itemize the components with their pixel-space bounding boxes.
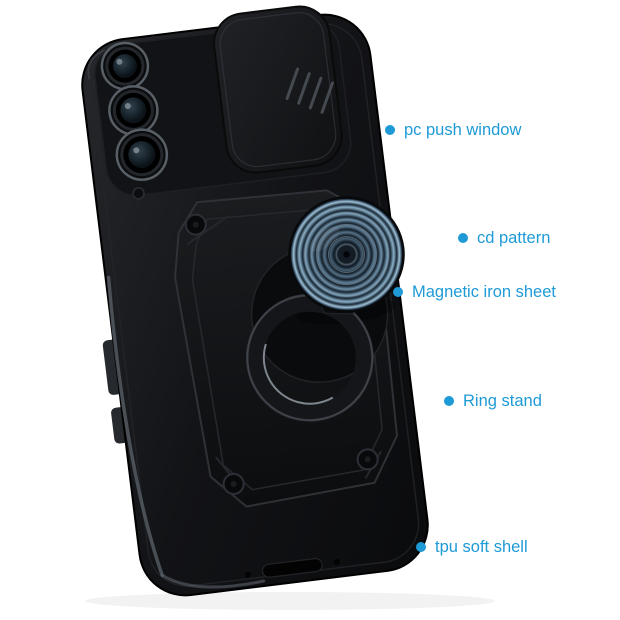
callout-dot-icon [444,396,454,406]
annotation-tpu-soft-shell: tpu soft shell [416,537,528,557]
annotation-magnetic-iron-sheet: Magnetic iron sheet [393,282,556,302]
annotation-label: tpu soft shell [435,538,528,556]
ground-shadow [85,592,495,610]
screw-icon [356,448,379,471]
tpu-edge-trim [87,49,266,589]
callout-dot-icon [393,287,403,297]
annotation-label: Ring stand [463,392,542,410]
ring-stand [246,293,374,422]
annotation-pc-push-window: pc push window [385,120,521,140]
camera-lens [115,128,169,181]
annotation-label: cd pattern [477,229,551,247]
slide-camera-cover [213,5,343,174]
callout-dot-icon [385,125,395,135]
annotation-label: Magnetic iron sheet [412,283,556,301]
callout-dot-icon [458,233,468,243]
cover-grip-lines [285,67,335,114]
charging-port [244,557,340,578]
annotation-label: pc push window [404,121,522,139]
camera-lenses [100,41,169,200]
phone-case [81,5,429,597]
annotation-cd-pattern: cd pattern [458,228,550,248]
screw-icon [184,213,207,236]
annotation-ring-stand: Ring stand [444,391,542,411]
camera-flash [132,187,145,200]
callout-dot-icon [416,542,426,552]
cd-pattern-disc [288,196,405,313]
screw-icon [222,472,245,495]
